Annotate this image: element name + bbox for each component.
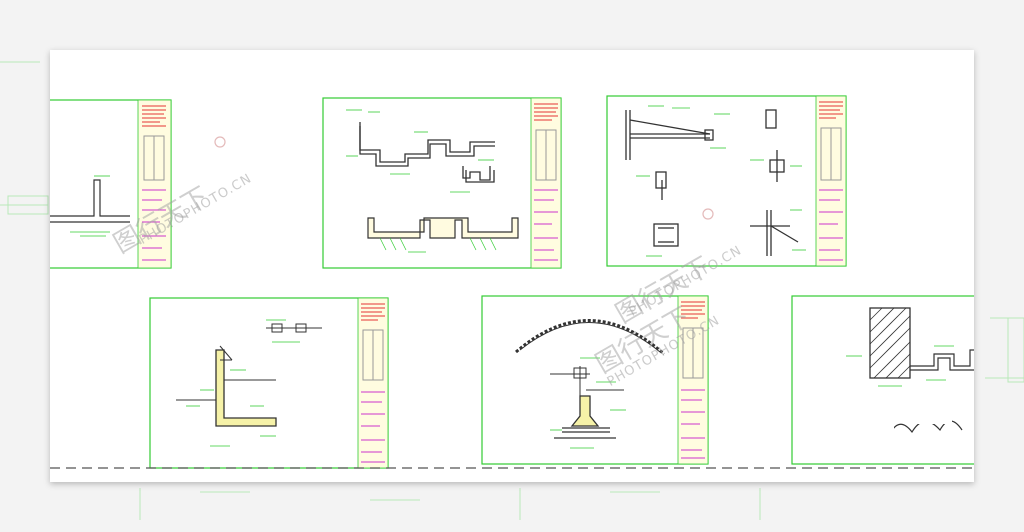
watermark-seal bbox=[702, 208, 714, 220]
sheet-6 bbox=[791, 295, 974, 465]
watermark-seal bbox=[214, 136, 226, 148]
hatched-column bbox=[869, 307, 911, 379]
title-block bbox=[137, 99, 172, 269]
sheet-4 bbox=[149, 297, 389, 469]
drawing-sheets bbox=[50, 95, 974, 469]
title-block bbox=[815, 95, 847, 267]
sheet-5 bbox=[481, 295, 709, 465]
drawing-canvas: 图行天下 PHOTOPHOTO.CN 图行天下 PHOTOPHOTO.CN 图行… bbox=[50, 50, 974, 482]
title-block bbox=[357, 297, 389, 469]
sheet-2 bbox=[322, 97, 562, 269]
sheet-1 bbox=[50, 99, 172, 269]
title-block bbox=[677, 295, 709, 465]
sheet-3 bbox=[606, 95, 847, 267]
title-block bbox=[530, 97, 562, 269]
